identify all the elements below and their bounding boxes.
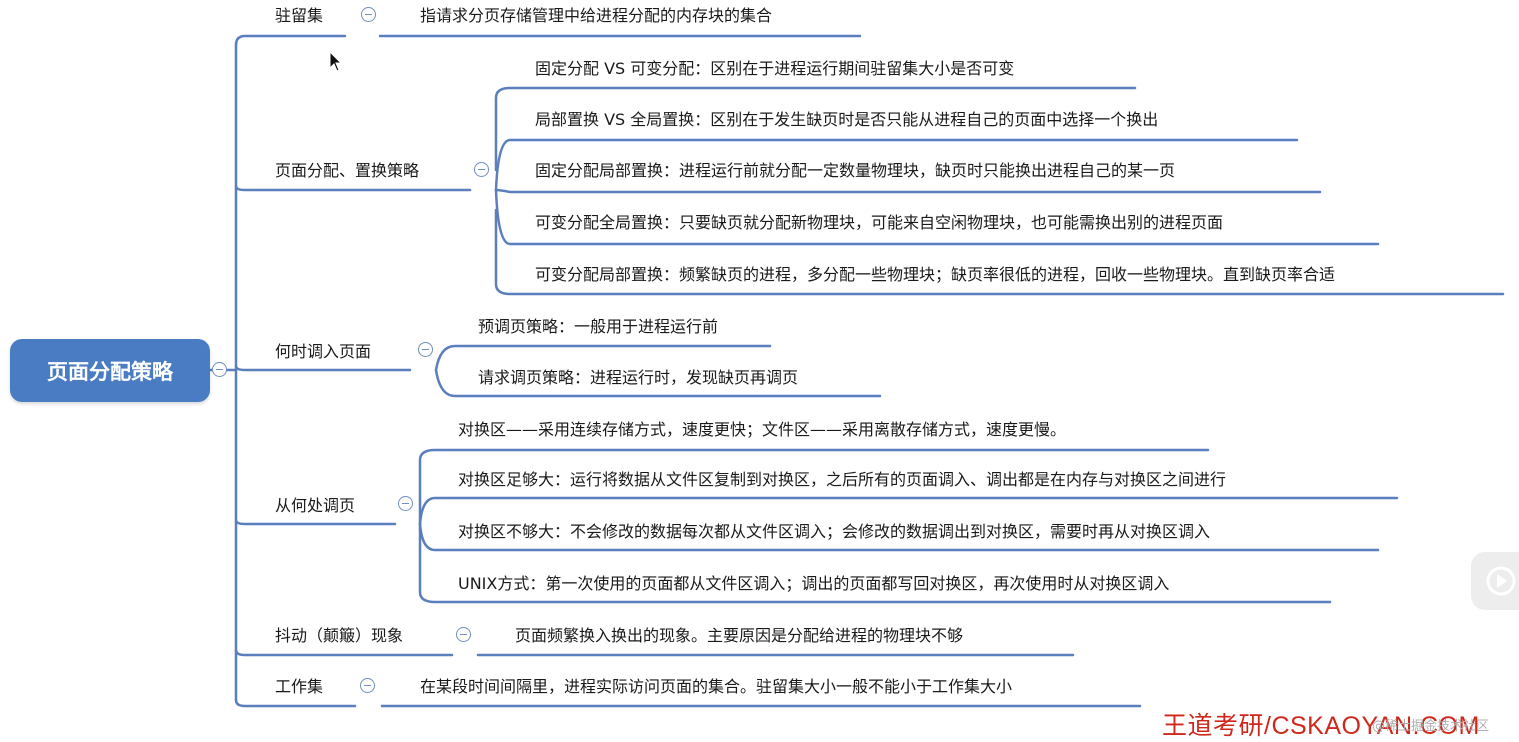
connector bbox=[494, 188, 1322, 194]
branch-label[interactable]: 页面分配、置换策略 bbox=[275, 161, 420, 180]
leaf-node[interactable]: 指请求分页存储管理中给进程分配的内存块的集合 bbox=[420, 6, 773, 25]
leaf-node[interactable]: 局部置换 VS 全局置换：区别在于发生缺页时是否只能从进程自己的页面中选择一个换… bbox=[535, 110, 1159, 129]
leaf-node[interactable]: 固定分配 VS 可变分配：区别在于进程运行期间驻留集大小是否可变 bbox=[535, 59, 1015, 78]
leaf-node[interactable]: 对换区足够大：运行将数据从文件区复制到对换区，之后所有的页面调入、调出都是在内存… bbox=[458, 470, 1227, 489]
connector bbox=[494, 86, 1137, 172]
watermark: 王道考研/CSKAOYAN.COM bbox=[1162, 712, 1480, 740]
collapse-icon[interactable] bbox=[398, 496, 413, 511]
connector bbox=[418, 496, 1399, 526]
connector bbox=[234, 518, 397, 526]
leaf-node[interactable]: 可变分配全局置换：只要缺页就分配新物理块，可能来自空闲物理块，也可能需换出别的进… bbox=[535, 213, 1224, 232]
collapse-icon[interactable] bbox=[360, 678, 375, 693]
branch-label[interactable]: 驻留集 bbox=[275, 6, 324, 25]
connector bbox=[234, 648, 454, 657]
leaf-node[interactable]: 预调页策略：一般用于进程运行前 bbox=[478, 317, 719, 336]
connector bbox=[494, 138, 1299, 192]
leaf-node[interactable]: UNIX方式：第一次使用的页面都从文件区调入；调出的页面都写回对换区，再次使用时… bbox=[458, 574, 1170, 593]
branch-label[interactable]: 抖动（颠簸）现象 bbox=[275, 626, 404, 645]
leaf-node[interactable]: 对换区——采用连续存储方式，速度更快；文件区——采用离散存储方式，速度更慢。 bbox=[458, 420, 1067, 439]
branch-label[interactable]: 从何处调页 bbox=[275, 496, 356, 515]
collapse-icon[interactable] bbox=[418, 342, 433, 357]
leaf-node[interactable]: 在某段时间间隔里，进程实际访问页面的集合。驻留集大小一般不能小于工作集大小 bbox=[420, 677, 1013, 696]
leaf-node[interactable]: 固定分配局部置换：进程运行前就分配一定数量物理块，缺页时只能换出进程自己的某一页 bbox=[535, 161, 1176, 180]
leaf-node[interactable]: 请求调页策略：进程运行时，发现缺页再调页 bbox=[478, 368, 799, 387]
collapse-icon[interactable] bbox=[456, 627, 471, 642]
connector bbox=[418, 448, 1210, 526]
play-icon bbox=[1486, 566, 1516, 596]
watermark-sub: @稀土掘金技术社区 bbox=[1372, 719, 1490, 734]
branch-label[interactable]: 工作集 bbox=[275, 677, 324, 696]
connector bbox=[494, 188, 1380, 246]
leaf-node[interactable]: 页面频繁换入换出的现象。主要原因是分配给进程的物理块不够 bbox=[515, 626, 964, 645]
leaf-node[interactable]: 对换区不够大：不会修改的数据每次都从文件区调入；会修改的数据调出到对换区，需要时… bbox=[458, 522, 1211, 541]
connector bbox=[234, 34, 347, 47]
branch-label[interactable]: 何时调入页面 bbox=[275, 342, 372, 361]
collapse-icon[interactable] bbox=[361, 7, 376, 22]
connector bbox=[234, 698, 357, 708]
root-node[interactable]: 页面分配策略 bbox=[10, 339, 210, 402]
connector bbox=[494, 208, 1505, 296]
play-button[interactable] bbox=[1471, 552, 1519, 610]
connector bbox=[234, 184, 472, 192]
connector bbox=[434, 344, 772, 372]
connector bbox=[434, 368, 882, 398]
leaf-node[interactable]: 可变分配局部置换：频繁缺页的进程，多分配一些物理块；缺页率很低的进程，回收一些物… bbox=[535, 265, 1336, 284]
mouse-cursor-icon bbox=[329, 51, 343, 72]
connector bbox=[234, 364, 412, 372]
collapse-icon[interactable] bbox=[212, 362, 227, 377]
connector bbox=[418, 522, 1332, 604]
collapse-icon[interactable] bbox=[474, 162, 489, 177]
